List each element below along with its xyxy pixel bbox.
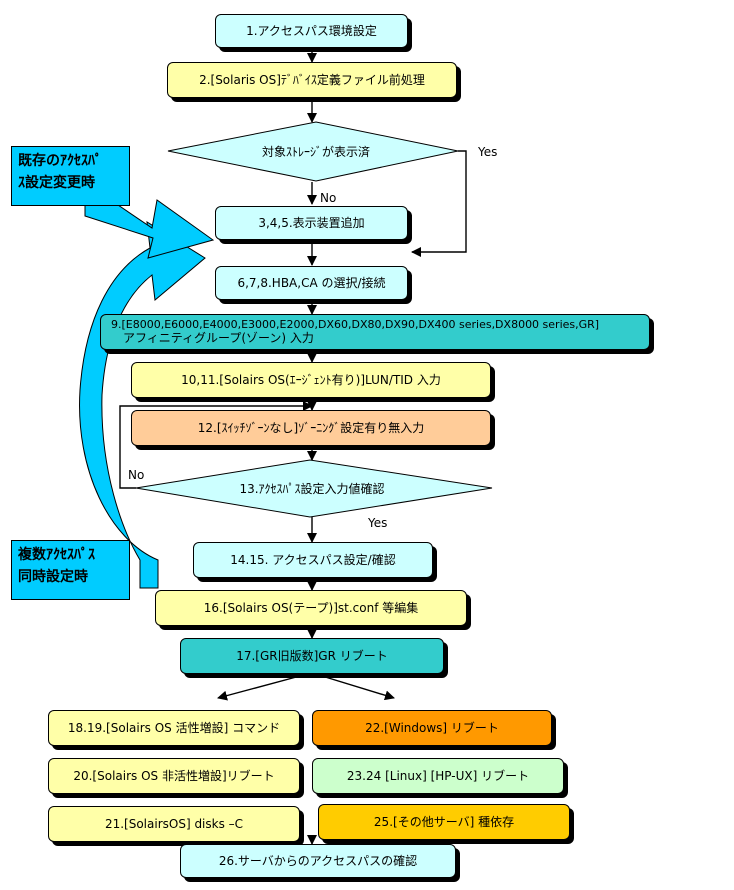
step-9-line2: アフィニティグループ(ゾーン) 入力	[123, 331, 314, 346]
step-22-box: 22.[Windows] リブート	[312, 710, 552, 746]
step-10-11-label: 10,11.[Solairs OS(ｴｰｼﾞｪﾝﾄ有り)]LUN/TID 入力	[181, 372, 441, 387]
step-12-label: 12.[ｽｲｯﾁｿﾞｰﾝなし]ｿﾞｰﾆﾝｸﾞ設定有り無入力	[197, 420, 425, 435]
callout-multiple-line1: 複数ｱｸｾｽﾊﾟｽ	[18, 547, 95, 563]
step-20-box: 20.[Solairs OS 非活性増設]リブート	[48, 758, 300, 794]
step-25-box: 25.[その他サーバ] 種依存	[318, 804, 570, 840]
step-17-label: 17.[GR旧版数]GR リブート	[236, 648, 388, 663]
callout-multiple-path-setting: 複数ｱｸｾｽﾊﾟｽ 同時設定時	[11, 540, 130, 600]
step-12-box: 12.[ｽｲｯﾁｿﾞｰﾝなし]ｿﾞｰﾆﾝｸﾞ設定有り無入力	[131, 410, 491, 446]
step-14-15-box: 14.15. アクセスパス設定/確認	[193, 542, 433, 578]
callout-existing-line1: 既存のｱｸｾｽﾊﾟ	[18, 153, 102, 169]
step-16-label: 16.[Solairs OS(テープ)]st.conf 等編集	[203, 600, 419, 615]
step-9-line1: 9.[E8000,E6000,E4000,E3000,E2000,DX60,DX…	[111, 317, 600, 331]
decision-1-label: 対象ｽﾄﾚｰｼﾞが表示済	[261, 145, 370, 159]
no-label-2: No	[128, 468, 145, 482]
yes-label-2: Yes	[368, 516, 388, 530]
step-1-label: 1.アクセスパス環境設定	[246, 23, 377, 38]
step-3-4-5-box: 3,4,5.表示装置追加	[215, 206, 408, 240]
step-26-box: 26.サーバからのアクセスパスの確認	[180, 844, 456, 878]
step-23-24-box: 23.24 [Linux] [HP-UX] リブート	[312, 758, 564, 794]
callout-pointer-arrow	[84, 199, 215, 259]
step-6-7-8-label: 6,7,8.HBA,CA の選択/接続	[237, 275, 386, 290]
step-18-19-label: 18.19.[Solairs OS 活性増設] コマンド	[67, 720, 281, 735]
step-17-box: 17.[GR旧版数]GR リブート	[180, 638, 444, 674]
connectors	[119, 48, 467, 845]
loop-back-arrow	[79, 221, 206, 589]
step-9-box: 9.[E8000,E6000,E4000,E3000,E2000,DX60,DX…	[100, 314, 650, 350]
step-25-label: 25.[その他サーバ] 種依存	[373, 814, 515, 829]
step-6-7-8-box: 6,7,8.HBA,CA の選択/接続	[215, 266, 408, 300]
step-26-label: 26.サーバからのアクセスパスの確認	[218, 853, 418, 868]
callout-existing-line2: ｽ設定変更時	[18, 174, 95, 191]
step-18-19-box: 18.19.[Solairs OS 活性増設] コマンド	[48, 710, 300, 746]
step-10-11-box: 10,11.[Solairs OS(ｴｰｼﾞｪﾝﾄ有り)]LUN/TID 入力	[131, 362, 491, 398]
yes-label-1: Yes	[478, 145, 498, 159]
step-16-box: 16.[Solairs OS(テープ)]st.conf 等編集	[155, 590, 467, 626]
decision-2-diamond	[135, 459, 493, 518]
step-23-24-label: 23.24 [Linux] [HP-UX] リブート	[346, 768, 530, 783]
callout-existing-path-change: 既存のｱｸｾｽﾊﾟ ｽ設定変更時	[11, 146, 130, 206]
step-2-box: 2.[Solaris OS]ﾃﾞﾊﾞｲｽ定義ファイル前処理	[167, 62, 457, 98]
step-21-box: 21.[SolairsOS] disks –C	[48, 806, 300, 842]
step-3-4-5-label: 3,4,5.表示装置追加	[258, 215, 365, 230]
decision-1-diamond	[167, 121, 459, 182]
callout-multiple-line2: 同時設定時	[18, 568, 88, 585]
step-20-label: 20.[Solairs OS 非活性増設]リブート	[73, 768, 275, 783]
step-1-box: 1.アクセスパス環境設定	[215, 14, 408, 48]
decision-2-label: 13.ｱｸｾｽﾊﾟｽ設定入力値確認	[239, 482, 385, 496]
no-label-1: No	[320, 191, 337, 205]
step-22-label: 22.[Windows] リブート	[365, 720, 499, 735]
step-14-15-label: 14.15. アクセスパス設定/確認	[230, 552, 396, 567]
step-2-label: 2.[Solaris OS]ﾃﾞﾊﾞｲｽ定義ファイル前処理	[199, 72, 425, 87]
step-21-label: 21.[SolairsOS] disks –C	[104, 816, 244, 831]
